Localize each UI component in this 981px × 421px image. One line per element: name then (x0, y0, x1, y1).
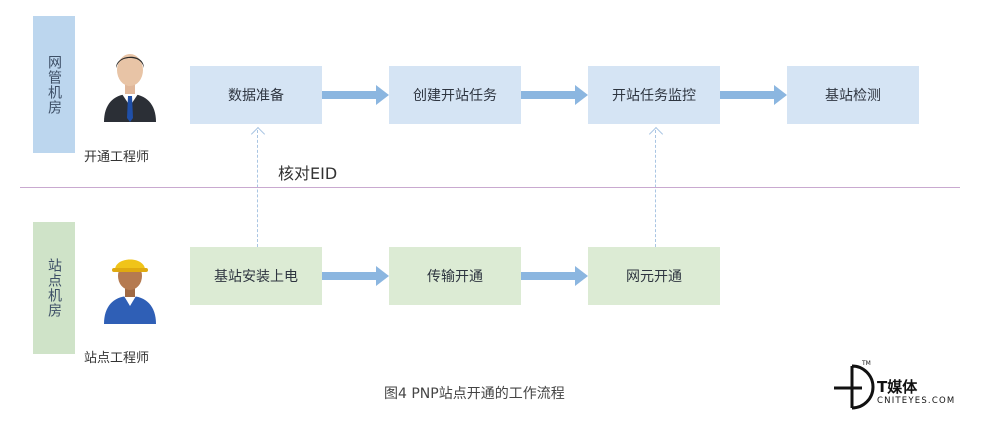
connector-ne-dashed (655, 130, 656, 247)
engineer-suit-icon (104, 54, 156, 122)
engineer-hardhat-icon (104, 259, 156, 324)
section-divider (20, 187, 960, 188)
logo-trademark: TM (862, 360, 871, 367)
engineer-title-top: 开通工程师 (84, 150, 150, 165)
connector-eid-dashed (257, 130, 258, 247)
check-eid-label: 核对EID (278, 164, 338, 183)
step-network-element-activation: 网元开通 (588, 247, 720, 305)
engineer-title-bottom: 站点工程师 (84, 351, 150, 366)
arrow-bottom-1 (322, 266, 389, 286)
step-base-station-check: 基站检测 (787, 66, 919, 124)
arrow-top-2 (521, 85, 588, 105)
logo-name: T媒体 (877, 378, 918, 396)
step-transmission-activation: 传输开通 (389, 247, 521, 305)
figure-caption: 图4 PNP站点开通的工作流程 (384, 386, 565, 402)
section-label-network-room: 网管机房 (33, 16, 75, 153)
connector-ne-arrowhead (648, 126, 664, 142)
arrow-top-1 (322, 85, 389, 105)
tmedia-logo-icon (834, 364, 875, 410)
step-monitor-site-task: 开站任务监控 (588, 66, 720, 124)
step-base-station-power-on: 基站安装上电 (190, 247, 322, 305)
arrow-top-3 (720, 85, 787, 105)
logo-domain: CNITEYES.COM (877, 396, 956, 406)
section-label-site-room: 站点机房 (33, 222, 75, 354)
step-create-site-task: 创建开站任务 (389, 66, 521, 124)
arrow-bottom-2 (521, 266, 588, 286)
step-data-preparation: 数据准备 (190, 66, 322, 124)
connector-eid-arrowhead (250, 126, 266, 142)
